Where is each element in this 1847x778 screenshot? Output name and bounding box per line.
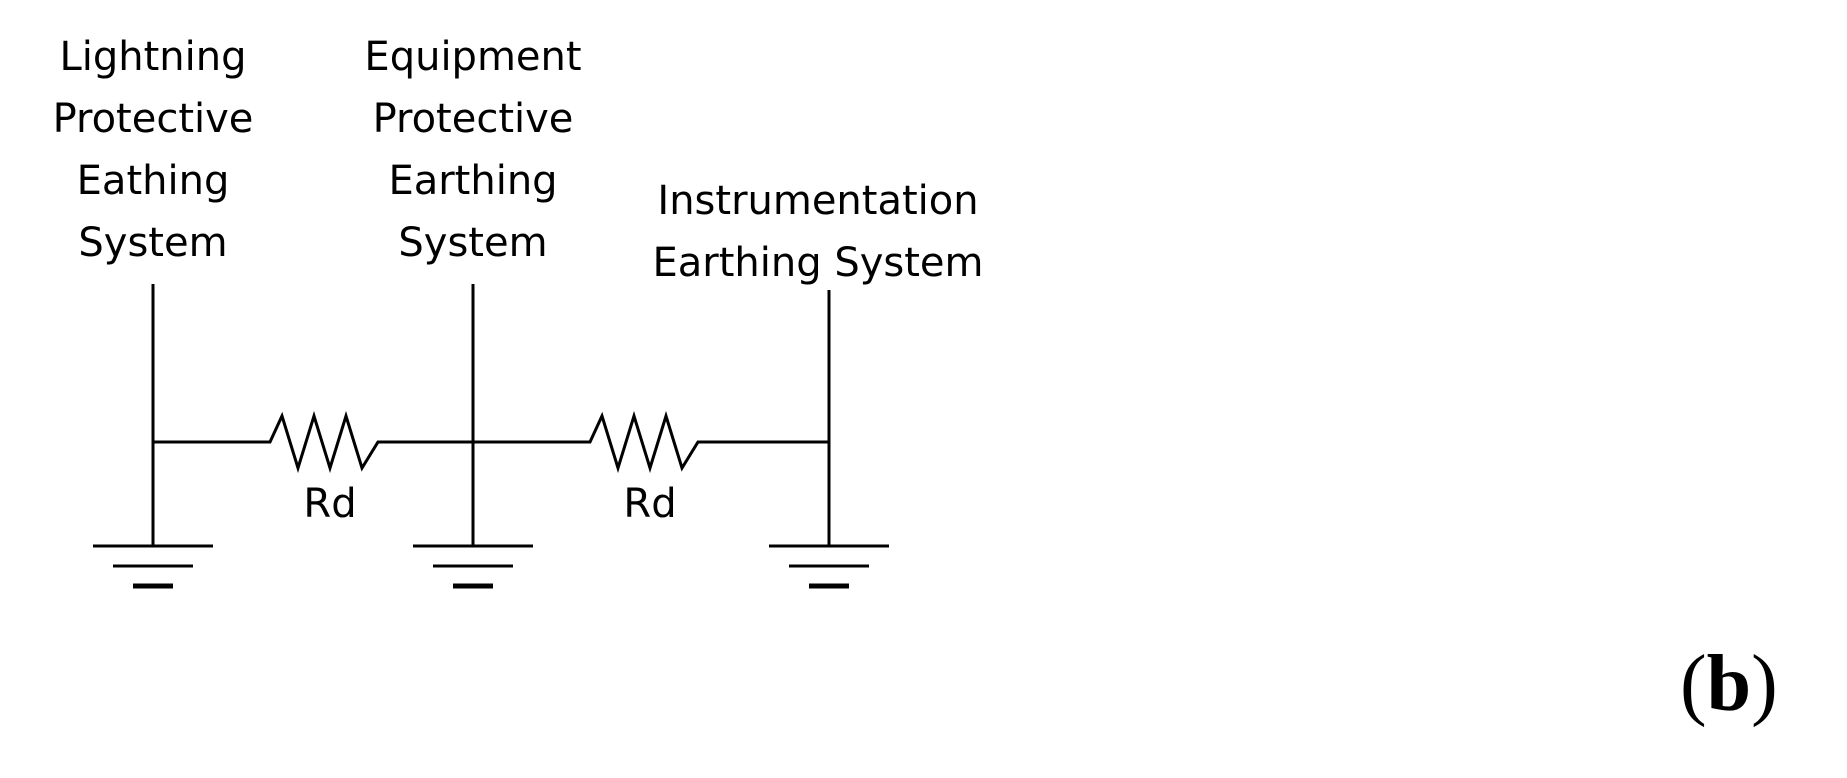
lightning-protective-earthing-label: Lightning Protective Eathing System: [0, 26, 306, 274]
ground-symbol-3: [769, 544, 889, 589]
panel-close-paren: ): [1751, 640, 1778, 728]
panel-label: (b): [1680, 644, 1778, 724]
ground-symbol-1: [93, 544, 213, 589]
panel-open-paren: (: [1680, 640, 1707, 728]
label-line: Eathing: [76, 158, 230, 204]
resistor-1-label: Rd: [303, 481, 357, 527]
resistor-2-label: Rd: [623, 481, 677, 527]
equipment-protective-earthing-label: Equipment Protective Earthing System: [320, 26, 626, 274]
label-line: System: [398, 220, 548, 266]
panel-letter: b: [1706, 640, 1752, 728]
label-line: Protective: [52, 96, 254, 142]
instrumentation-earthing-label: Instrumentation Earthing System: [618, 170, 1018, 294]
label-line: Earthing System: [652, 240, 984, 286]
label-line: System: [78, 220, 228, 266]
resistor-2-circuit: [473, 410, 829, 474]
label-line: Protective: [372, 96, 574, 142]
label-line: Instrumentation: [657, 178, 979, 224]
ground-symbol-2: [413, 544, 533, 589]
label-line: Equipment: [364, 34, 582, 80]
label-line: Earthing: [388, 158, 558, 204]
label-line: Lightning: [59, 34, 247, 80]
resistor-1-circuit: [153, 410, 473, 474]
